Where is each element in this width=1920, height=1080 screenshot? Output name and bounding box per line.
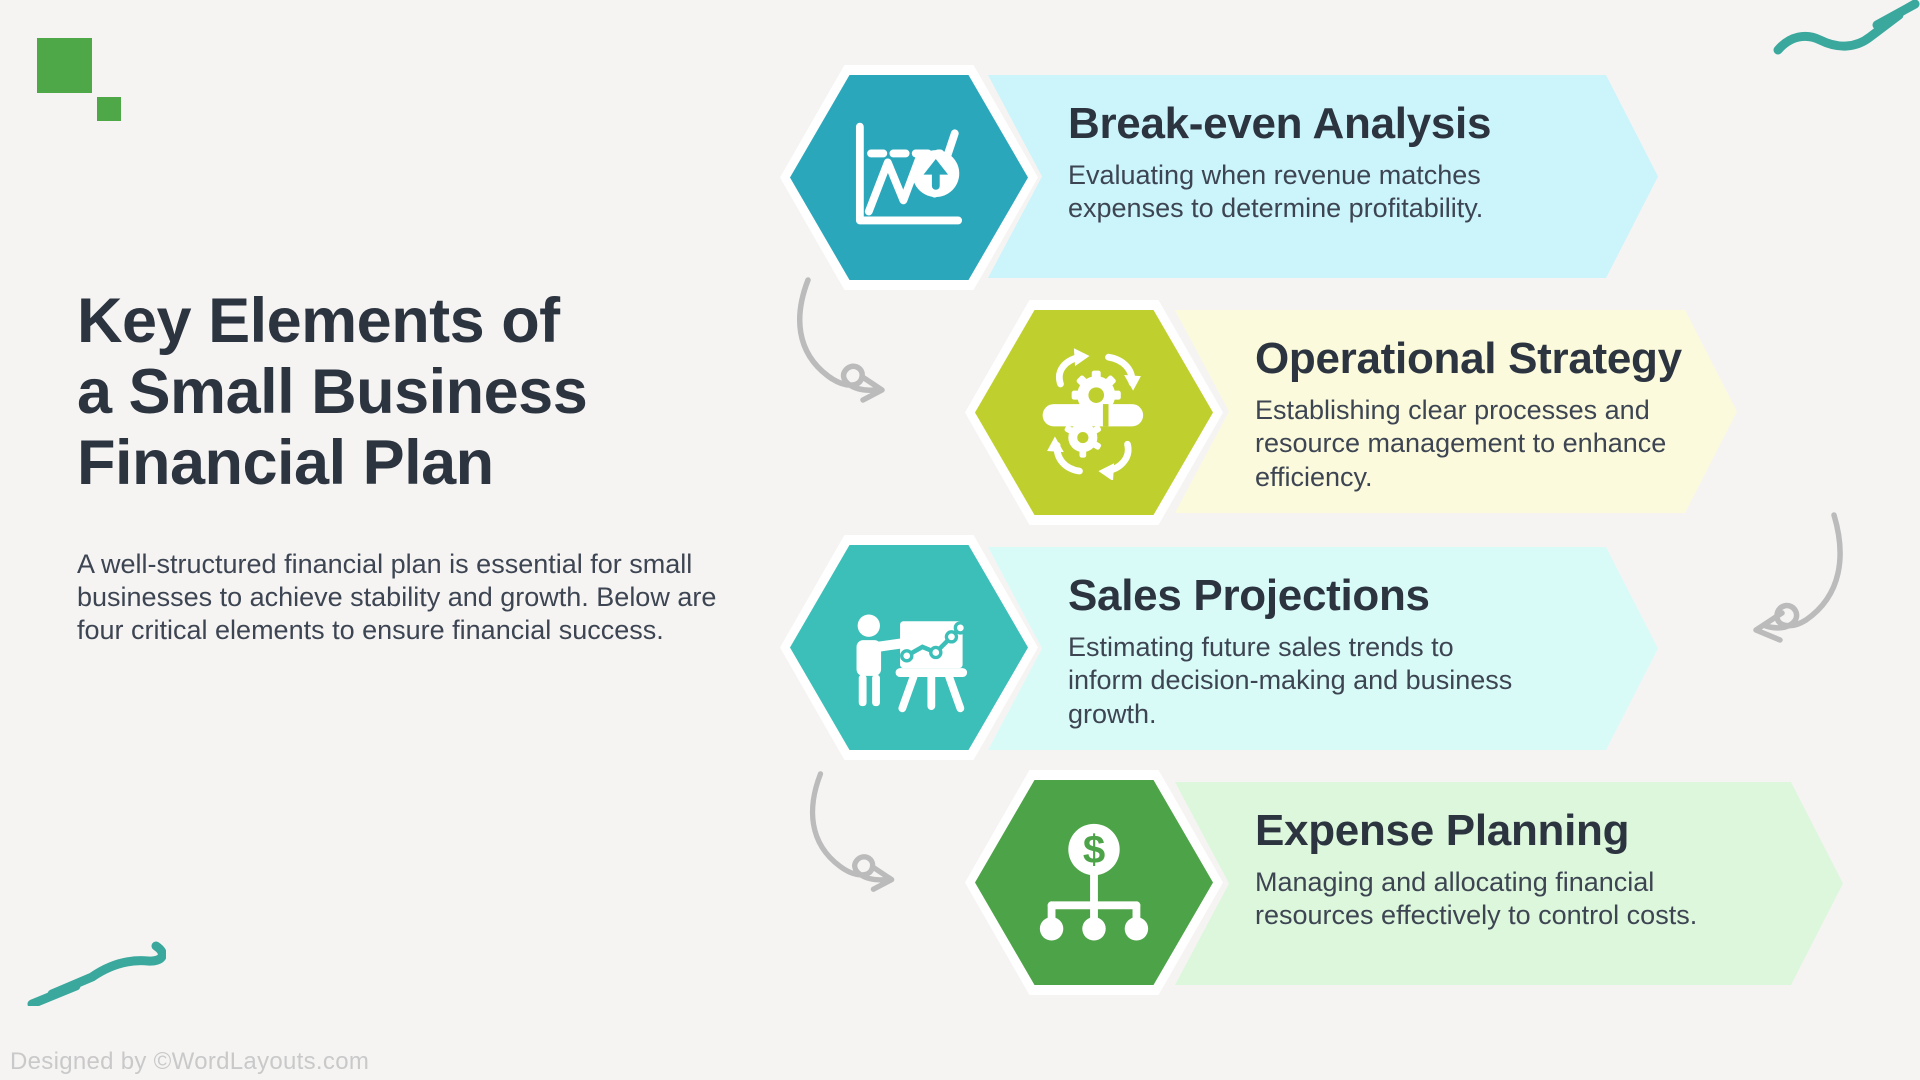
presentation-chart-icon [856,614,968,712]
connector-arrow-2 [1753,512,1843,643]
page-title-line: Financial Plan [77,428,494,499]
credit-text: Designed by ©WordLayouts.com [10,1048,370,1075]
logo-square-large [37,38,92,93]
hexagon [790,545,1028,750]
dollar-hierarchy-icon: $ [1039,823,1149,941]
squiggle-decoration-top-right [1773,0,1920,55]
svg-text:$: $ [1083,826,1105,871]
item-description: Estimating future sales trends to inform… [1068,631,1513,729]
hexagon [790,75,1028,280]
page-title-line: Key Elements of [77,286,560,356]
connector-arrow-1 [797,277,885,403]
page-title: Key Elements of a Small Business Financi… [77,286,588,500]
item-title: Expense Planning [1255,806,1630,855]
page-title-line: a Small Business [77,357,588,428]
logo-square-small [97,97,121,121]
item-title: Sales Projections [1068,571,1430,620]
banner-arrow: Sales Projections Estimating future sale… [988,547,1658,750]
gears-cycle-icon [1042,347,1144,480]
item-description: Evaluating when revenue matches expenses… [1068,159,1484,224]
connector-arrow-3 [809,771,895,892]
page-description: A well-structured financial plan is esse… [77,549,717,646]
break-even-chart-icon [855,122,963,224]
banner-arrow: Expense Planning Managing and allocating… [1175,782,1843,985]
squiggle-decoration-bottom-left [27,941,166,1006]
item-description: Establishing clear processes and resourc… [1255,394,1667,492]
item-title: Operational Strategy [1255,334,1682,383]
item-title: Break-even Analysis [1068,99,1492,148]
banner-arrow: Operational Strategy Establishing clear … [1175,310,1737,513]
banner-arrow: Break-even Analysis Evaluating when reve… [988,75,1658,278]
item-description: Managing and allocating financial resour… [1255,866,1698,931]
